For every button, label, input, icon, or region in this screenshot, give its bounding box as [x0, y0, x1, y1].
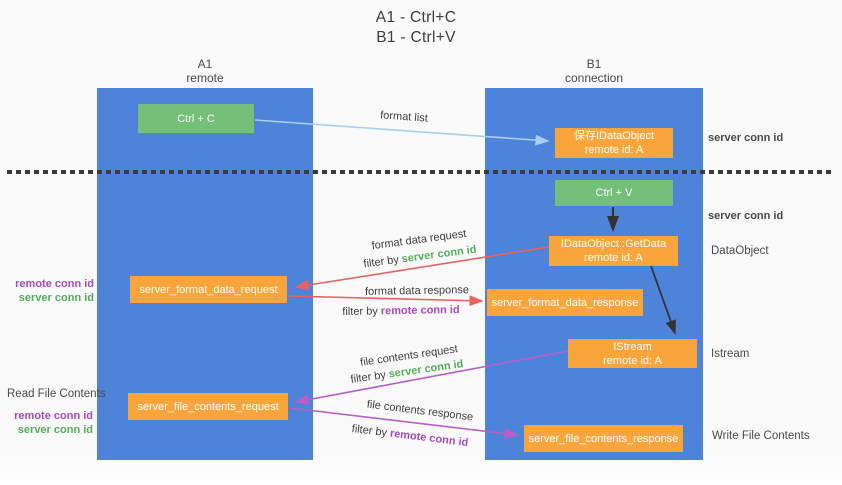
session-separator-line [7, 170, 835, 174]
conn-id-annotation-format: remote conn id server conn id [10, 277, 94, 305]
idataobject-getdata-node: IDataObject::GetData remote id: A [549, 236, 678, 266]
ctrl-c-node: Ctrl + C [138, 104, 254, 133]
filter-by-text: filter by [342, 305, 378, 319]
getdata-to-istream-arrow [650, 265, 676, 335]
diagram-title: A1 - Ctrl+C B1 - Ctrl+V [376, 8, 456, 48]
server-conn-id-annotation: server conn id [17, 424, 93, 436]
save-idataobject-remote-id: remote id: A [584, 144, 644, 156]
title-line-b1: B1 - Ctrl+V [376, 29, 456, 46]
istream-node: IStream remote id: A [568, 339, 697, 368]
format-data-response-label: format data response [364, 284, 470, 298]
server-format-data-request-label: server_format_data_request [139, 283, 278, 296]
file-contents-response-arrow [289, 407, 519, 439]
idataobject-getdata-title: IDataObject::GetData [560, 238, 667, 250]
lifeline-a1-name: A1 [197, 57, 213, 71]
lifeline-header-b1: B1 connection [485, 57, 703, 85]
server-conn-id-annotation-top: server conn id [708, 132, 784, 144]
read-file-contents-annotation: Read File Contents [7, 388, 106, 400]
lifeline-b1-name: B1 [586, 57, 602, 71]
server-format-data-request-node: server_format_data_request [130, 276, 287, 303]
remote-conn-id-text: remote conn id [380, 303, 460, 318]
remote-conn-id-annotation: remote conn id [14, 410, 93, 422]
server-conn-id-annotation-mid: server conn id [708, 210, 784, 222]
lifeline-header-a1: A1 remote [97, 57, 313, 85]
format-data-response-arrow [287, 295, 484, 307]
save-idataobject-title: 保存IDataObject [573, 130, 655, 142]
format-data-request-arrow [294, 246, 550, 291]
dataobject-annotation: DataObject [711, 245, 769, 257]
format-list-arrow [254, 119, 550, 146]
save-idataobject-node: 保存IDataObject remote id: A [555, 128, 673, 158]
server-file-contents-request-label: server_file_contents_request [137, 400, 279, 413]
file-contents-request-arrow [294, 350, 569, 405]
istream-annotation: Istream [711, 348, 750, 360]
idataobject-getdata-remote-id: remote id: A [584, 252, 643, 264]
lifeline-b1-role: connection [564, 71, 624, 85]
ctrl-v-label: Ctrl + V [595, 187, 633, 199]
server-format-data-response-label: server_format_data_response [491, 296, 639, 309]
istream-remote-id: remote id: A [603, 354, 662, 367]
server-file-contents-response-node: server_file_contents_response [524, 425, 683, 452]
server-format-data-response-node: server_format_data_response [487, 289, 643, 316]
ctrl-v-node: Ctrl + V [555, 180, 673, 206]
write-file-contents-annotation: Write File Contents [712, 430, 810, 442]
server-conn-id-annotation: server conn id [18, 292, 94, 304]
server-file-contents-request-node: server_file_contents_request [128, 393, 288, 420]
istream-title: IStream [613, 340, 652, 353]
server-file-contents-response-label: server_file_contents_response [528, 432, 679, 445]
lifeline-a1-role: remote [186, 71, 224, 85]
remote-conn-id-annotation: remote conn id [15, 278, 94, 290]
title-line-a1: A1 - Ctrl+C [375, 9, 457, 26]
conn-id-annotation-file: remote conn id server conn id [9, 409, 93, 437]
ctrl-c-label: Ctrl + C [177, 112, 215, 125]
